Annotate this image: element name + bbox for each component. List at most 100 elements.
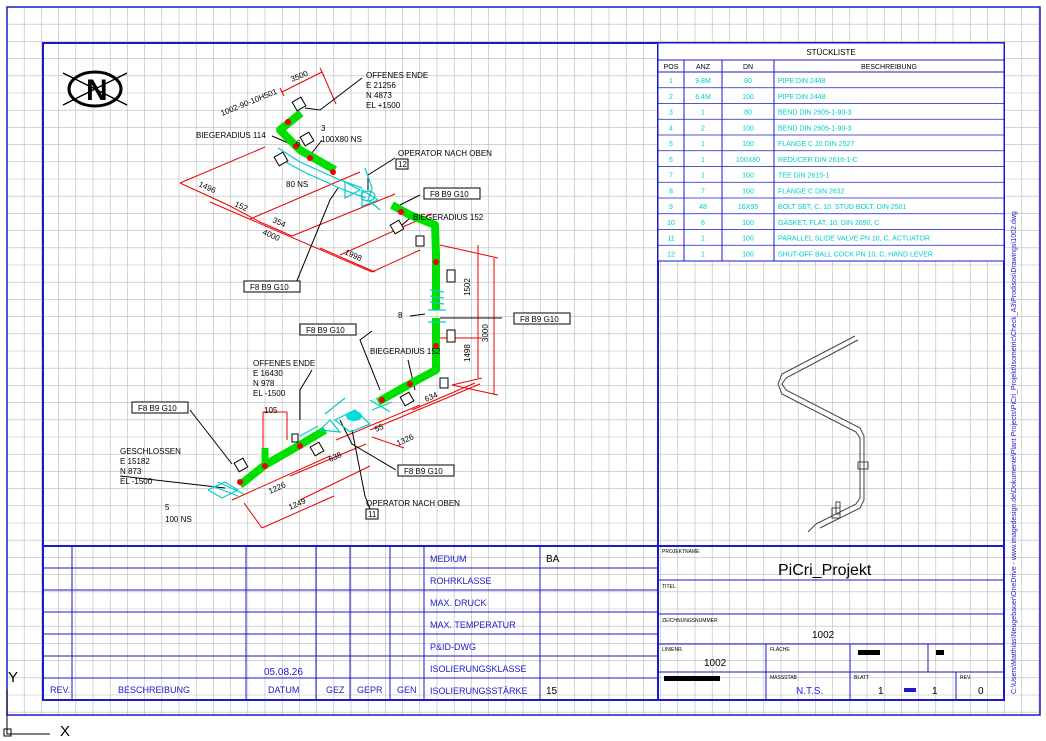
dim-638: 638 (327, 450, 343, 464)
valve-actuator-body (346, 411, 362, 421)
fittings-cyan (207, 147, 446, 499)
value-linienr: 1002 (704, 658, 727, 669)
bom-cell: 8 (669, 188, 673, 195)
bom-cell: 7 (701, 188, 705, 195)
bom-cell: 100 (742, 220, 754, 227)
tag-3-label: 3 (321, 124, 326, 133)
label-projektname: PROJEKTNAME (662, 549, 700, 555)
dimension-lines (179, 67, 499, 529)
bom-cell: 100 (742, 141, 754, 148)
label-blatt: BLATT (854, 675, 869, 681)
bom-cell: BEND DIN 2605-1-90-3 (778, 110, 852, 117)
geschlossen-4: EL -1500 (120, 477, 153, 486)
value-blatt: 1 (878, 686, 884, 697)
dim-1326: 1326 (395, 432, 415, 448)
bom-cell: 100 (742, 188, 754, 195)
dim-1498: 1498 (463, 344, 472, 362)
value-projektname: PiCri_Projekt (778, 562, 872, 579)
sheet-outer-border (6, 6, 1041, 716)
flange-spec-1: F8 B9 G10 (430, 190, 469, 199)
component-tags (233, 96, 456, 473)
bom-cell: FLANGE C 10 DIN 2527 (778, 141, 854, 148)
tag-12-box (395, 158, 409, 170)
pipe-bottom-segment (237, 426, 328, 489)
tag-5-label: 5 (165, 503, 170, 512)
bom-cell: 7 (669, 173, 673, 180)
label-linienr: LINIENR. (662, 647, 683, 653)
label-pid: P&ID-DWG (430, 642, 476, 652)
offenes-ende-mid-2: E 16430 (253, 369, 283, 378)
bom-cell: 11 (667, 236, 674, 243)
label-flaeche: FLÄCHE (770, 646, 790, 653)
background-grid (6, 6, 1040, 715)
operator-top-label: OPERATOR NACH OBEN (398, 149, 492, 158)
offenes-ende-mid-3: N 978 (253, 379, 275, 388)
flange-spec-2: F8 B9 G10 (250, 283, 289, 292)
dim-152: 152 (233, 200, 249, 214)
drawing-frame (42, 42, 1005, 701)
geschlossen-1: GESCHLOSSEN (120, 447, 181, 456)
bom-cell: TEE DIN 2615-1 (778, 173, 829, 180)
value-massstab: N.T.S. (796, 686, 823, 697)
bom-cell: GASKET, FLAT, 10, DIN 2690, C (778, 220, 879, 227)
pipe-lower-bend (376, 318, 440, 406)
ucs-y-label: Y (8, 669, 18, 686)
offenes-ende-top-3: N 4873 (366, 91, 392, 100)
tag-11-box (365, 508, 379, 520)
bom-cell: PARALLEL SLIDE VALVE PN 10, C, ACTUATOR (778, 236, 930, 243)
bom-cell: 80 (744, 110, 752, 117)
col-gepr: GEPR (357, 685, 383, 695)
bom-cell: 100 (742, 94, 754, 101)
bom-cell: FLANGE C DIN 2632 (778, 188, 845, 195)
flaeche-bar-1 (858, 650, 880, 655)
dim-1496: 1496 (197, 180, 217, 196)
bom-cell: 100 (742, 251, 754, 258)
bom-header-anz: ANZ (696, 64, 711, 71)
bom-header-dn: DN (743, 64, 753, 71)
reducer-label: 100X80 NS (321, 135, 362, 144)
date-value: 05.08.26 (264, 667, 303, 678)
bom-cell: PIPE DIN 2448 (778, 94, 826, 101)
bom-cell: 2 (701, 125, 705, 132)
bom-cell: 10 (667, 220, 675, 227)
col-rev: REV. (50, 685, 70, 695)
col-gen: GEN (397, 685, 417, 695)
bom-cell: 1 (669, 78, 673, 85)
bom-cell: 12 (667, 251, 675, 258)
bom-cell: 100 (742, 173, 754, 180)
bom-cell: 1 (701, 236, 705, 243)
bom-cell: 9.8M (695, 78, 711, 85)
bom-cell: 9 (669, 204, 673, 211)
bom-cell: PIPE DIN 2448 (778, 78, 826, 85)
bom-cell: 100 (742, 236, 754, 243)
north-cross-line-2 (62, 72, 128, 106)
bom-cell: 100X80 (736, 157, 760, 164)
label-isolierungsstaerke: ISOLIERUNGSSTÄRKE (430, 686, 528, 696)
bom-cell: 6.4M (695, 94, 711, 101)
offenes-ende-top-2: E 21256 (366, 81, 396, 90)
bom-cell: 48 (699, 204, 707, 211)
col-gez: GEZ (326, 685, 345, 695)
bom-title: STÜCKLISTE (806, 48, 855, 57)
bom-cell: 80 (744, 78, 752, 85)
label-zeichnungsnummer: ZEICHNUNGSNUMMER (662, 618, 718, 624)
line-reference: 1002-90-10H501 (219, 87, 279, 118)
label-massstab: MASSSTAB (770, 675, 798, 681)
flaeche-bar-2 (936, 650, 944, 655)
offenes-ende-top-4: EL +1500 (366, 101, 401, 110)
dim-55: 55 (373, 422, 385, 434)
dim-105: 105 (264, 406, 278, 415)
bom-cell: 1 (701, 251, 705, 258)
north-letter: N (86, 74, 108, 107)
biegeradius-114: BIEGERADIUS 114 (196, 131, 266, 140)
label-max-druck: MAX. DRUCK (430, 598, 487, 608)
offenes-ende-top-1: OFFENES ENDE (366, 71, 428, 80)
ucs-axes (6, 690, 50, 735)
bom-cell: 100 (742, 125, 754, 132)
label-titel: TITEL (662, 584, 676, 590)
file-path-text: C:\Users\Matthias\Neugebauer\OneDrive - … (1011, 211, 1018, 694)
title-block-grid (43, 546, 1004, 700)
bom-cell: 16X95 (738, 204, 758, 211)
label-medium: MEDIUM (430, 554, 467, 564)
label-rev: REV. (960, 675, 971, 681)
